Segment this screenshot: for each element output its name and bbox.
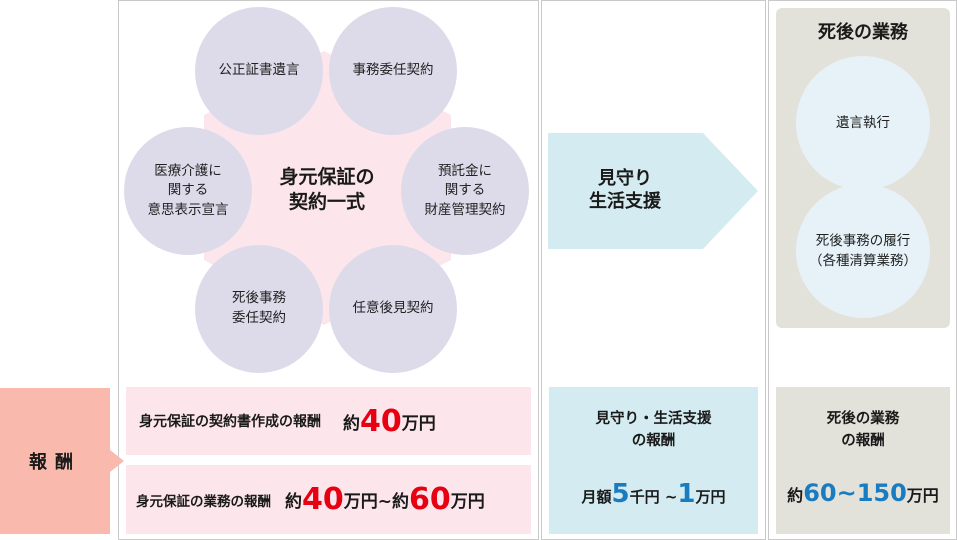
fee-guarantee-service-unit-from: 万円~約 bbox=[343, 492, 409, 512]
fee-guarantee-service-label: 身元保証の業務の報酬 bbox=[136, 493, 271, 510]
fee-post-death-title: 死後の業務 の報酬 bbox=[826, 411, 900, 449]
fee-post-death-amount: 60~150 bbox=[803, 479, 907, 507]
fee-watch-prefix: 月額 bbox=[581, 488, 612, 506]
fee-guarantee-service-amount-from: 40 bbox=[302, 482, 344, 517]
contract-item-voluntary-guardianship: 任意後見契約 bbox=[329, 245, 457, 373]
fee-guarantee-service: 身元保証の業務の報酬 約 40 万円~約 60 万円 bbox=[126, 465, 531, 534]
contract-center-title: 身元保証の 契約一式 bbox=[279, 166, 375, 213]
watch-title: 見守り 生活支援 bbox=[589, 167, 661, 212]
contract-item-post-death-delegation: 死後事務 委任契約 bbox=[195, 245, 323, 373]
post-death-item-settlement: 死後事務の履行 （各種清算業務） bbox=[796, 184, 930, 318]
contract-item-administrative-delegation: 事務委任契約 bbox=[329, 7, 457, 135]
fee-watch-title: 見守り・生活支援 の報酬 bbox=[595, 411, 712, 449]
contract-item-medical-care-declaration: 医療介護に 関する 意思表示宣言 bbox=[124, 127, 252, 255]
fee-watch-unit-to: 万円 bbox=[695, 488, 726, 506]
fee-contract-creation-unit: 万円 bbox=[401, 413, 436, 434]
fee-guarantee-service-unit-to: 万円 bbox=[450, 492, 485, 512]
fee-guarantee-service-amount-to: 60 bbox=[409, 482, 451, 517]
reward-label: 報酬 bbox=[0, 388, 110, 534]
fee-contract-creation: 身元保証の契約書作成の報酬 約 40 万円 bbox=[126, 387, 531, 455]
fee-post-death-prefix: 約 bbox=[787, 486, 804, 505]
fee-contract-creation-prefix: 約 bbox=[343, 413, 360, 434]
fee-watch-amount-row: 月額5千円 ~1万円 bbox=[549, 479, 758, 509]
post-death-title: 死後の業務 bbox=[818, 22, 908, 43]
fee-post-death: 死後の業務 の報酬 約60~150万円 bbox=[776, 387, 950, 534]
fee-watch-amount-to: 1 bbox=[677, 479, 696, 509]
fee-contract-creation-label: 身元保証の契約書作成の報酬 bbox=[139, 414, 321, 430]
watch-arrow bbox=[548, 133, 758, 249]
contract-item-notarial-will: 公正証書遺言 bbox=[195, 7, 323, 135]
fee-post-death-amount-row: 約60~150万円 bbox=[776, 479, 950, 507]
fee-contract-creation-amount: 40 bbox=[360, 403, 402, 439]
reward-arrow-tip bbox=[110, 450, 124, 472]
post-death-item-will-execution: 遺言執行 bbox=[796, 56, 930, 190]
contract-item-deposit-management: 預託金に 関する 財産管理契約 bbox=[401, 127, 529, 255]
fee-watch-unit-from: 千円 ~ bbox=[629, 488, 678, 506]
fee-watch-amount-from: 5 bbox=[611, 479, 630, 509]
fee-post-death-unit: 万円 bbox=[906, 486, 939, 505]
fee-watch: 見守り・生活支援 の報酬 月額5千円 ~1万円 bbox=[549, 387, 758, 534]
fee-guarantee-service-prefix: 約 bbox=[285, 492, 302, 512]
